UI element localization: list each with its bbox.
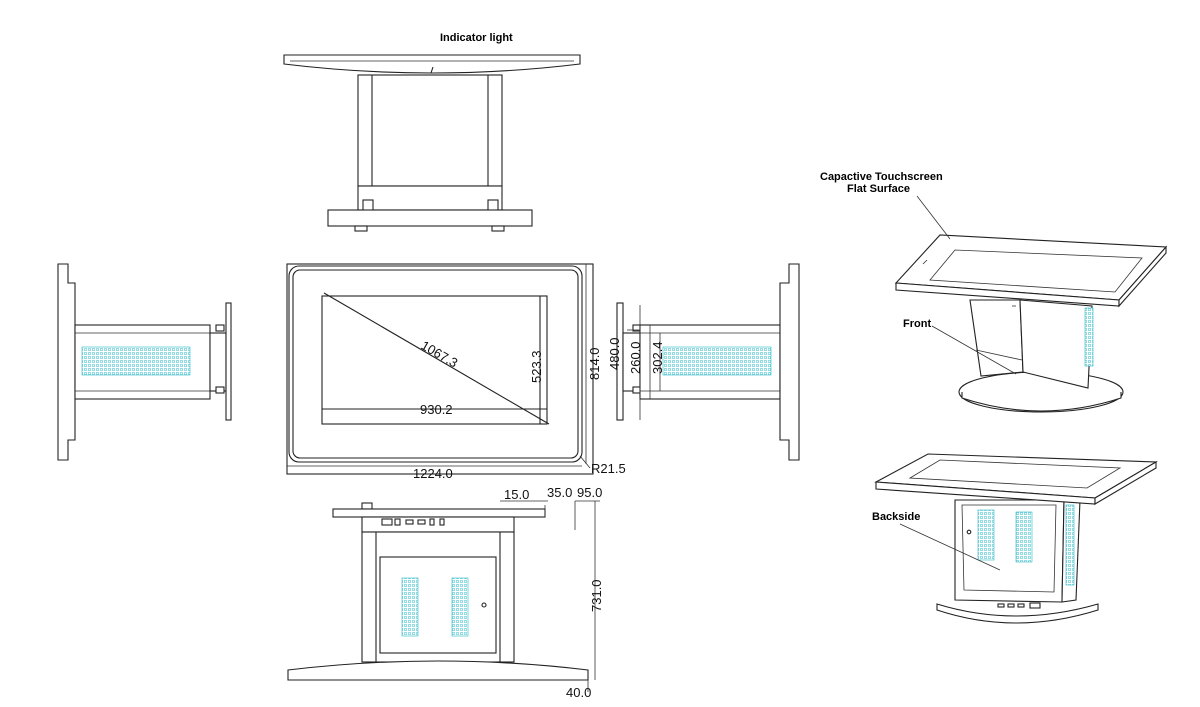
backside-side-vent (1065, 504, 1075, 586)
back-elevation-view (287, 500, 600, 692)
side-260-dimension: 260.0 (628, 341, 643, 374)
side-480-dimension: 480.0 (607, 337, 622, 370)
plan-view (286, 263, 594, 475)
backside-vent-right (1015, 511, 1033, 563)
base-40-dimension: 40.0 (566, 685, 591, 700)
left-vent (81, 346, 191, 376)
front-side-vent (1084, 307, 1094, 367)
corner-radius-dimension: R21.5 (591, 461, 626, 476)
front-label: Front (903, 318, 931, 330)
front-elevation-view (283, 54, 581, 232)
backside-vent-left (977, 509, 995, 561)
touchscreen-label-line1: Capactive Touchscreen (820, 171, 943, 183)
perspective-back-view (874, 453, 1158, 624)
left-side-view (57, 263, 232, 461)
height-731-dimension: 731.0 (589, 579, 604, 612)
total-depth-dimension: 814.0 (587, 347, 602, 380)
top-35-dimension: 35.0 (547, 485, 572, 500)
indicator-light-label: Indicator light (440, 32, 513, 44)
right-vent (662, 346, 772, 376)
perspective-front-view (894, 195, 1168, 413)
side-302-dimension: 302.4 (650, 341, 665, 374)
backside-label: Backside (872, 511, 920, 523)
top-15-dimension: 15.0 (504, 487, 529, 502)
screen-height-dimension: 523.3 (529, 350, 544, 383)
screen-width-dimension: 930.2 (420, 402, 453, 417)
back-vent-left (401, 577, 419, 637)
back-vent-right (451, 577, 469, 637)
top-95-dimension: 95.0 (577, 485, 602, 500)
touchscreen-label-line2: Flat Surface (847, 183, 910, 195)
total-width-dimension: 1224.0 (413, 466, 453, 481)
right-side-view (616, 263, 800, 461)
